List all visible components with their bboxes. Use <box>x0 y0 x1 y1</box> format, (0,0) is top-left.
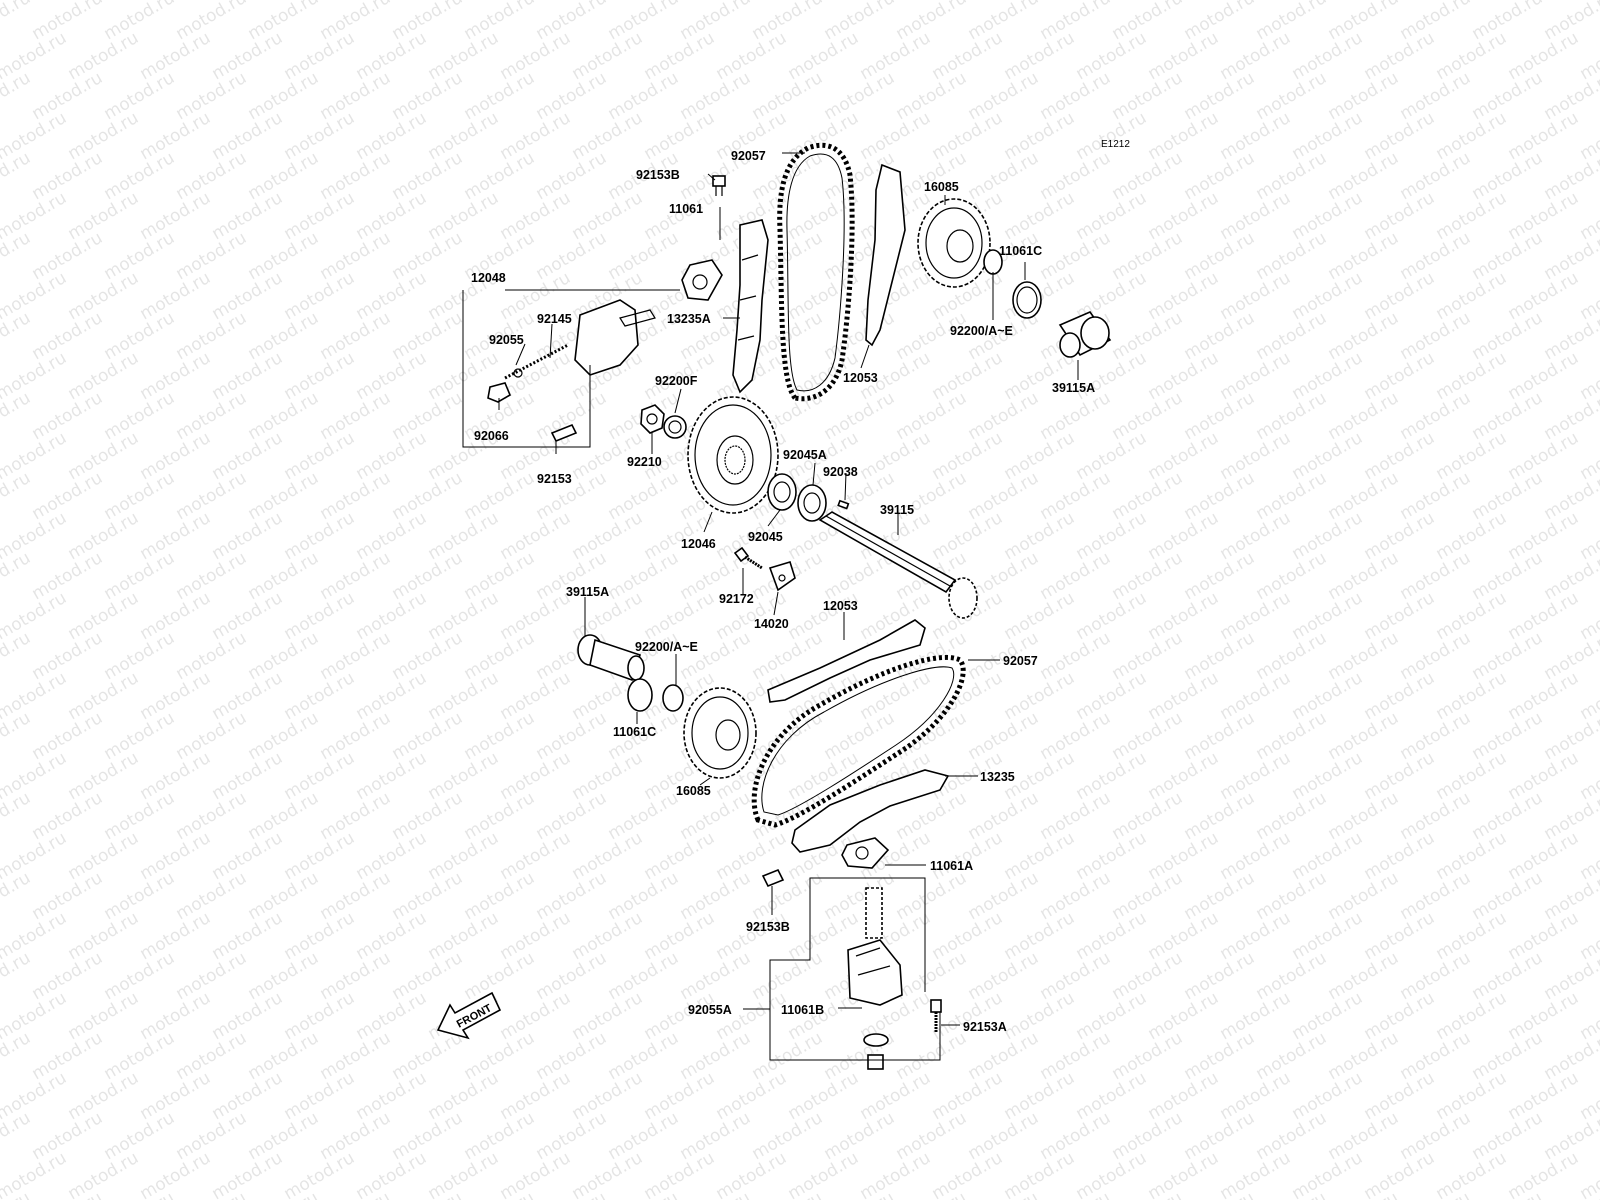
label-92057-bottom: 92057 <box>1003 654 1038 668</box>
gear-16085-bottom <box>683 687 757 779</box>
watermark-text: motod.ru <box>1577 0 1600 4</box>
plate-14020 <box>768 561 796 592</box>
label-92210: 92210 <box>627 455 662 469</box>
label-11061B: 11061B <box>781 1003 824 1017</box>
label-92045A: 92045A <box>783 448 827 462</box>
chain-guide-13235A <box>732 219 769 394</box>
bolt-92172 <box>733 546 763 570</box>
chain-guide-12053-lower <box>767 619 926 703</box>
label-11061C-bottom: 11061C <box>613 725 656 739</box>
bearing-92045 <box>767 473 797 511</box>
label-92038: 92038 <box>823 465 858 479</box>
label-16085-top: 16085 <box>924 180 959 194</box>
tensioner-assembly-92055A <box>847 887 903 1070</box>
washer-92200F <box>663 415 687 439</box>
part-labels: 92057 92153B 11061 12048 92145 92055 920… <box>471 149 1095 1034</box>
label-11061C-top: 11061C <box>999 244 1042 258</box>
timing-chain-upper <box>777 142 855 402</box>
label-13235A: 13235A <box>667 312 711 326</box>
label-14020: 14020 <box>754 617 789 631</box>
label-92055: 92055 <box>489 333 524 347</box>
label-39115A-top: 39115A <box>1052 381 1095 395</box>
label-39115A-bottom: 39115A <box>566 585 609 599</box>
pin-39115A-top <box>1058 311 1112 358</box>
label-92153: 92153 <box>537 472 572 486</box>
label-92200AE-bottom: 92200/A~E <box>635 640 698 654</box>
label-92153A: 92153A <box>963 1020 1007 1034</box>
label-92045: 92045 <box>748 530 783 544</box>
gasket-11061 <box>681 259 723 301</box>
label-12046: 12046 <box>681 537 716 551</box>
gear-12046 <box>687 396 779 514</box>
label-92200AE-top: 92200/A~E <box>950 324 1013 338</box>
label-92145: 92145 <box>537 312 572 326</box>
label-11061: 11061 <box>669 202 703 216</box>
washer-92200-bottom <box>662 684 684 712</box>
label-92057-top: 92057 <box>731 149 766 163</box>
label-92172: 92172 <box>719 592 754 606</box>
label-12053-top: 12053 <box>843 371 878 385</box>
label-12053-bottom: 12053 <box>823 599 858 613</box>
key-92038 <box>837 499 850 510</box>
o-ring-11061C-bottom <box>627 678 653 712</box>
label-12048: 12048 <box>471 271 506 285</box>
front-direction-arrow: FRONT <box>436 991 502 1040</box>
bearing-92045A <box>797 484 827 522</box>
label-92066: 92066 <box>474 429 509 443</box>
label-92200F: 92200F <box>655 374 698 388</box>
label-11061A: 11061A <box>930 859 973 873</box>
label-16085-bottom: 16085 <box>676 784 711 798</box>
label-92153B-top: 92153B <box>636 168 680 182</box>
label-92153B-bottom: 92153B <box>746 920 790 934</box>
bolt-92153B-top <box>712 175 726 196</box>
chain-guide-12053-upper <box>865 163 906 347</box>
label-92055A: 92055A <box>688 1003 732 1017</box>
gear-16085-top <box>917 198 991 288</box>
bolt-92153B-bottom <box>761 868 785 888</box>
label-13235: 13235 <box>980 770 1015 784</box>
label-39115: 39115 <box>880 503 914 517</box>
nut-92210 <box>640 404 665 434</box>
diagram-code: E1212 <box>1101 139 1130 150</box>
gasket-11061A <box>841 837 890 869</box>
